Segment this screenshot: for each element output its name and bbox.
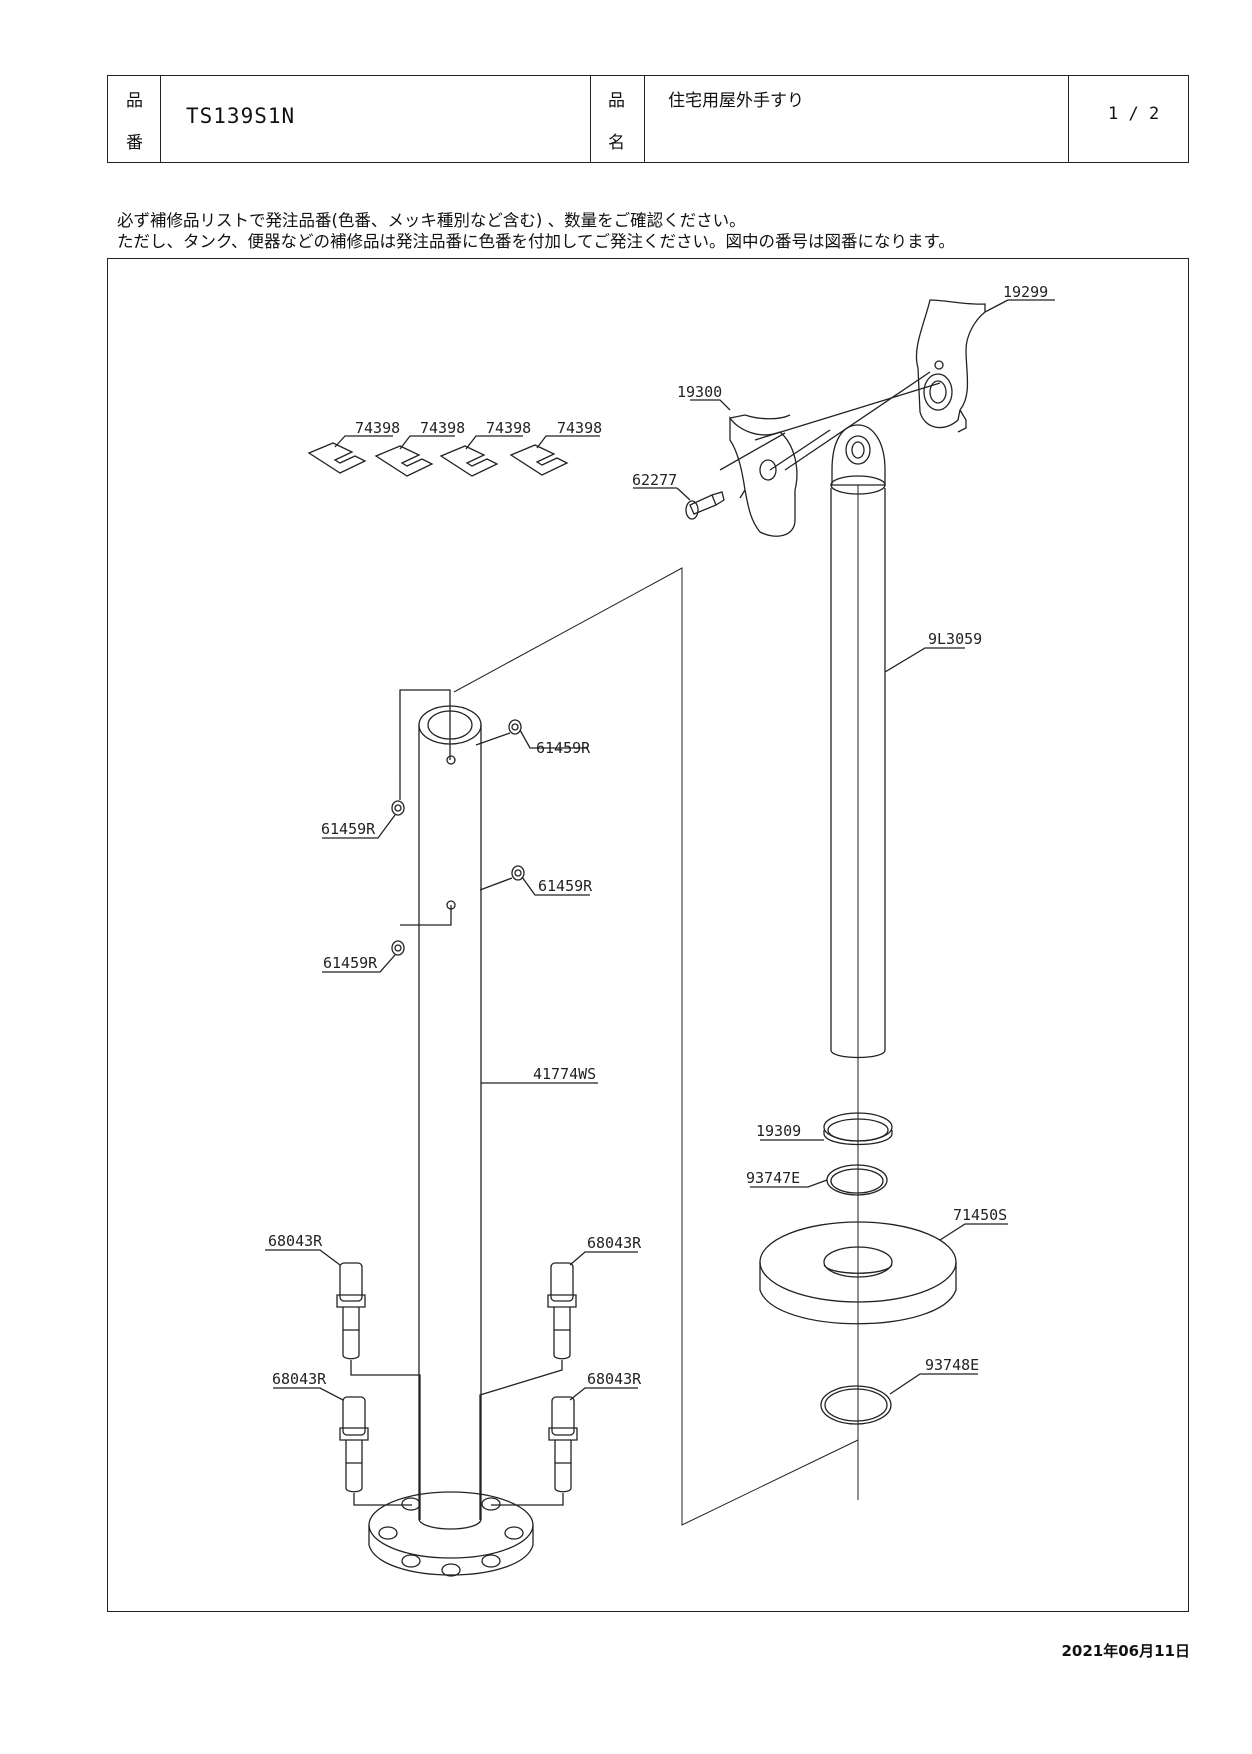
u-washer-4 <box>509 444 569 476</box>
u-washer-2 <box>374 445 434 477</box>
washer-group <box>307 435 600 477</box>
title-block: 品 番 TS139S1N 品 名 住宅用屋外手すり 1 / 2 <box>107 75 1189 163</box>
hinmei-label-bottom: 名 <box>608 133 625 153</box>
label-68043R-2: 68043R <box>587 1234 642 1252</box>
anchor-bolt-top-left <box>265 1249 421 1520</box>
label-19300: 19300 <box>677 383 722 401</box>
nut-mid-right <box>479 865 590 896</box>
base-flange <box>368 1491 534 1577</box>
upper-pipe-9L3059 <box>830 424 965 1500</box>
label-93748E: 93748E <box>925 1356 979 1374</box>
label-68043R-1: 68043R <box>268 1232 323 1250</box>
label-61459R-1: 61459R <box>536 739 591 757</box>
nut-top-right <box>475 719 588 749</box>
bolt-62277 <box>633 487 725 520</box>
label-74398-4: 74398 <box>557 419 602 437</box>
nut-mid-left <box>322 905 452 973</box>
label-61459R-3: 61459R <box>538 877 593 895</box>
note-line-2: ただし、タンク、便器などの補修品は発注品番に色番を付加してご発注ください。図中の… <box>117 232 955 251</box>
hinban-label-top: 品 <box>126 91 143 111</box>
bracket-19300 <box>690 399 798 537</box>
issue-date: 2021年06月11日 <box>1061 1642 1191 1660</box>
label-61459R-2: 61459R <box>321 820 376 838</box>
u-washer-1 <box>307 442 367 474</box>
label-74398-3: 74398 <box>486 419 531 437</box>
nut-top-left <box>322 689 451 839</box>
hinmei-label-top: 品 <box>608 91 625 111</box>
label-74398-2: 74398 <box>420 419 465 437</box>
label-68043R-3: 68043R <box>272 1370 327 1388</box>
label-71450S: 71450S <box>953 1206 1007 1224</box>
label-41774WS: 41774WS <box>533 1065 596 1083</box>
product-name: 住宅用屋外手すり <box>668 91 804 111</box>
label-9L3059: 9L3059 <box>928 630 982 648</box>
u-washer-3 <box>439 445 499 477</box>
label-74398-1: 74398 <box>355 419 400 437</box>
anchor-bolt-bottom-left <box>273 1387 412 1506</box>
label-19309: 19309 <box>756 1122 801 1140</box>
note-line-1: 必ず補修品リストで発注品番(色番、メッキ種別など含む) 、数量をご確認ください。 <box>117 211 746 230</box>
label-61459R-4: 61459R <box>323 954 378 972</box>
page-number: 1 / 2 <box>1108 104 1160 124</box>
ring-93748E <box>820 1373 978 1425</box>
label-68043R-4: 68043R <box>587 1370 642 1388</box>
hinban-label-bottom: 番 <box>126 133 143 153</box>
label-19299: 19299 <box>1003 283 1048 301</box>
cover-71450S <box>759 1221 1008 1325</box>
ring-19309 <box>760 1112 893 1146</box>
anchor-bolt-bottom-right <box>491 1387 638 1506</box>
label-93747E: 93747E <box>746 1169 800 1187</box>
anchor-bolt-top-right <box>479 1251 638 1520</box>
ring-93747E <box>750 1164 888 1196</box>
post-41774WS <box>418 705 598 1520</box>
bracket-19299 <box>915 299 1055 433</box>
label-62277: 62277 <box>632 471 677 489</box>
drawing-frame <box>107 258 1189 1612</box>
part-number: TS139S1N <box>186 104 296 128</box>
